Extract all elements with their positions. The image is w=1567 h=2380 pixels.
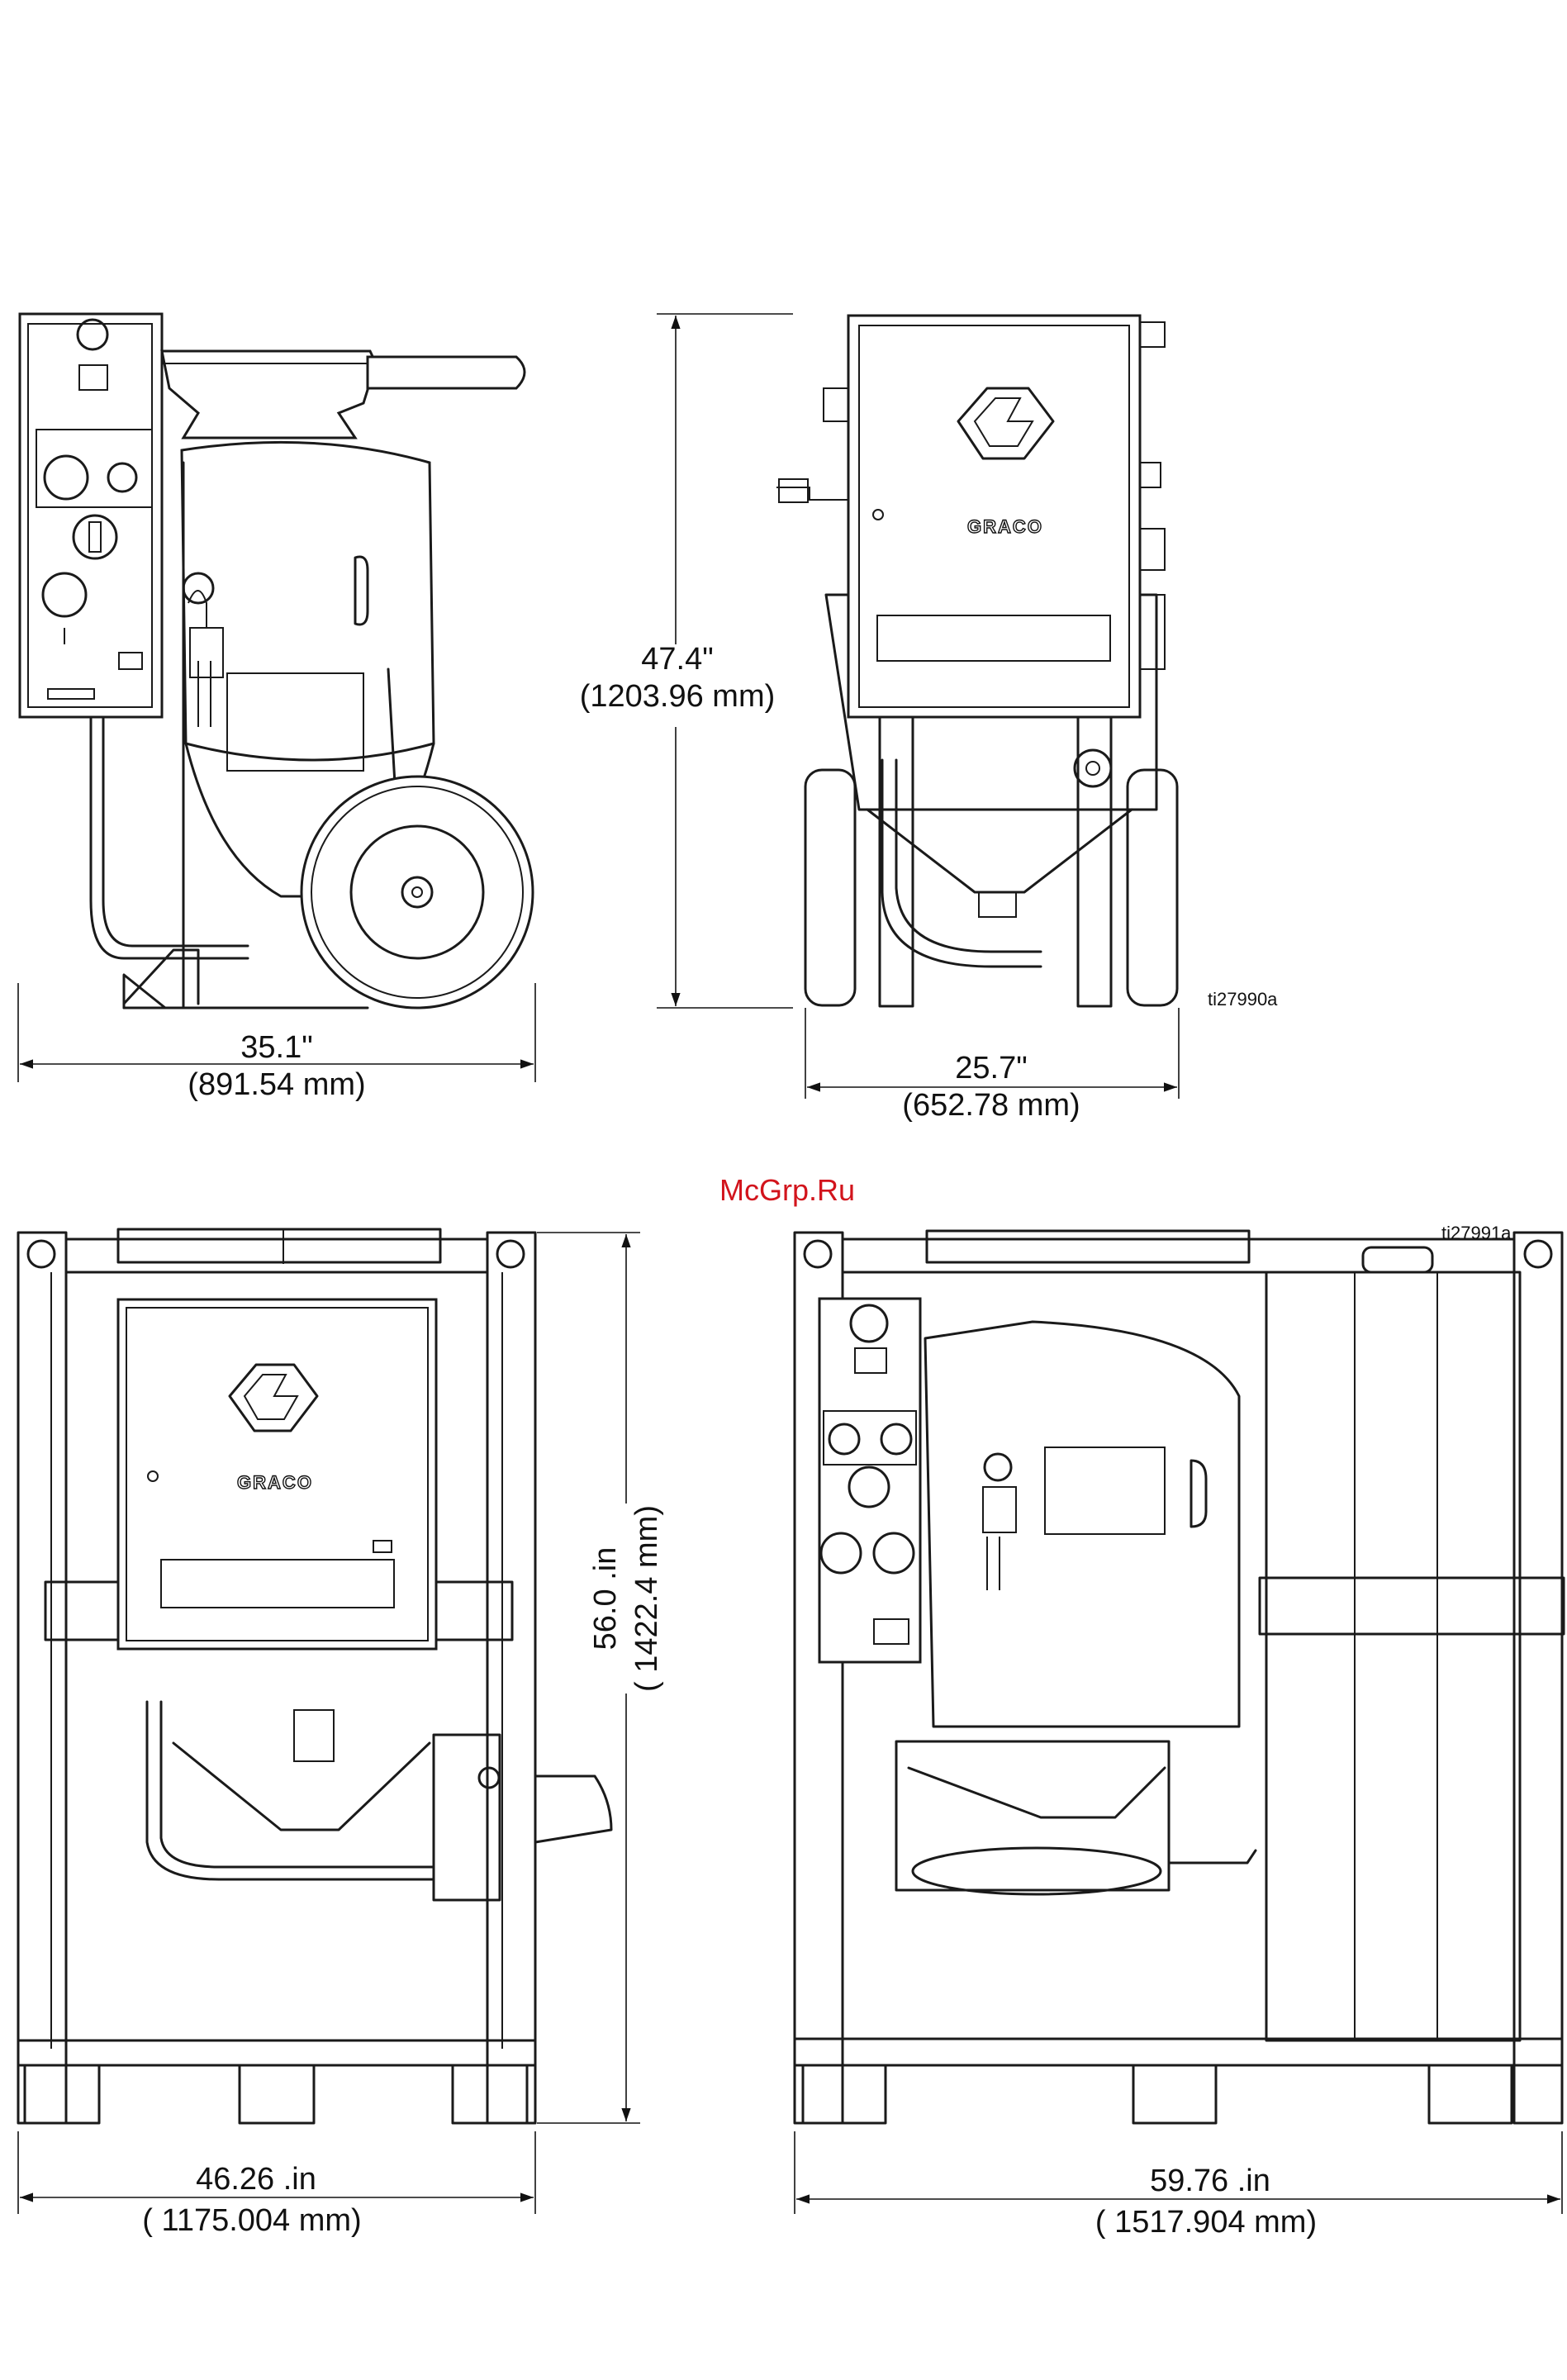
dim-top-right-imperial: 25.7" bbox=[955, 1051, 1027, 1085]
handle bbox=[368, 357, 525, 388]
pressure-vessel bbox=[182, 442, 434, 760]
figure-ref-top: ti27990a bbox=[1208, 989, 1278, 1009]
logo-text-lower: GRACO bbox=[237, 1472, 313, 1493]
front-view-frame-bottom-left: GRACO bbox=[18, 1229, 611, 2123]
dim-top-height-metric: (1203.96 mm) bbox=[580, 679, 776, 714]
side-view-top-left bbox=[20, 314, 533, 1008]
dim-bottom-height-metric: ( 1422.4 mm) bbox=[629, 1505, 664, 1692]
left-wheel bbox=[805, 770, 855, 1005]
dim-top-height-imperial: 47.4" bbox=[641, 642, 713, 677]
dim-bottom-height-imperial: 56.0 .in bbox=[588, 1547, 623, 1651]
dim-bottom-right-metric: ( 1517.904 mm) bbox=[1095, 2205, 1317, 2240]
dim-top-right-metric: (652.78 mm) bbox=[902, 1088, 1080, 1123]
figure-ref-bottom: ti27991a bbox=[1441, 1223, 1512, 1243]
dim-bottom-left-metric: ( 1175.004 mm) bbox=[142, 2203, 361, 2238]
wheel bbox=[302, 777, 533, 1008]
dim-bottom-right-imperial: 59.76 .in bbox=[1150, 2164, 1270, 2198]
dim-top-left-metric: (891.54 mm) bbox=[188, 1067, 365, 1102]
control-panel-side bbox=[819, 1299, 920, 1662]
watermark: McGrp.Ru bbox=[719, 1173, 855, 1207]
front-view-top-right: GRACO bbox=[776, 316, 1177, 1006]
right-wheel bbox=[1128, 770, 1177, 1005]
side-view-frame-bottom-right bbox=[795, 1231, 1564, 2123]
dim-bottom-left-imperial: 46.26 .in bbox=[196, 2162, 316, 2197]
logo-text: GRACO bbox=[967, 516, 1043, 537]
dim-top-left-imperial: 35.1" bbox=[240, 1030, 312, 1065]
